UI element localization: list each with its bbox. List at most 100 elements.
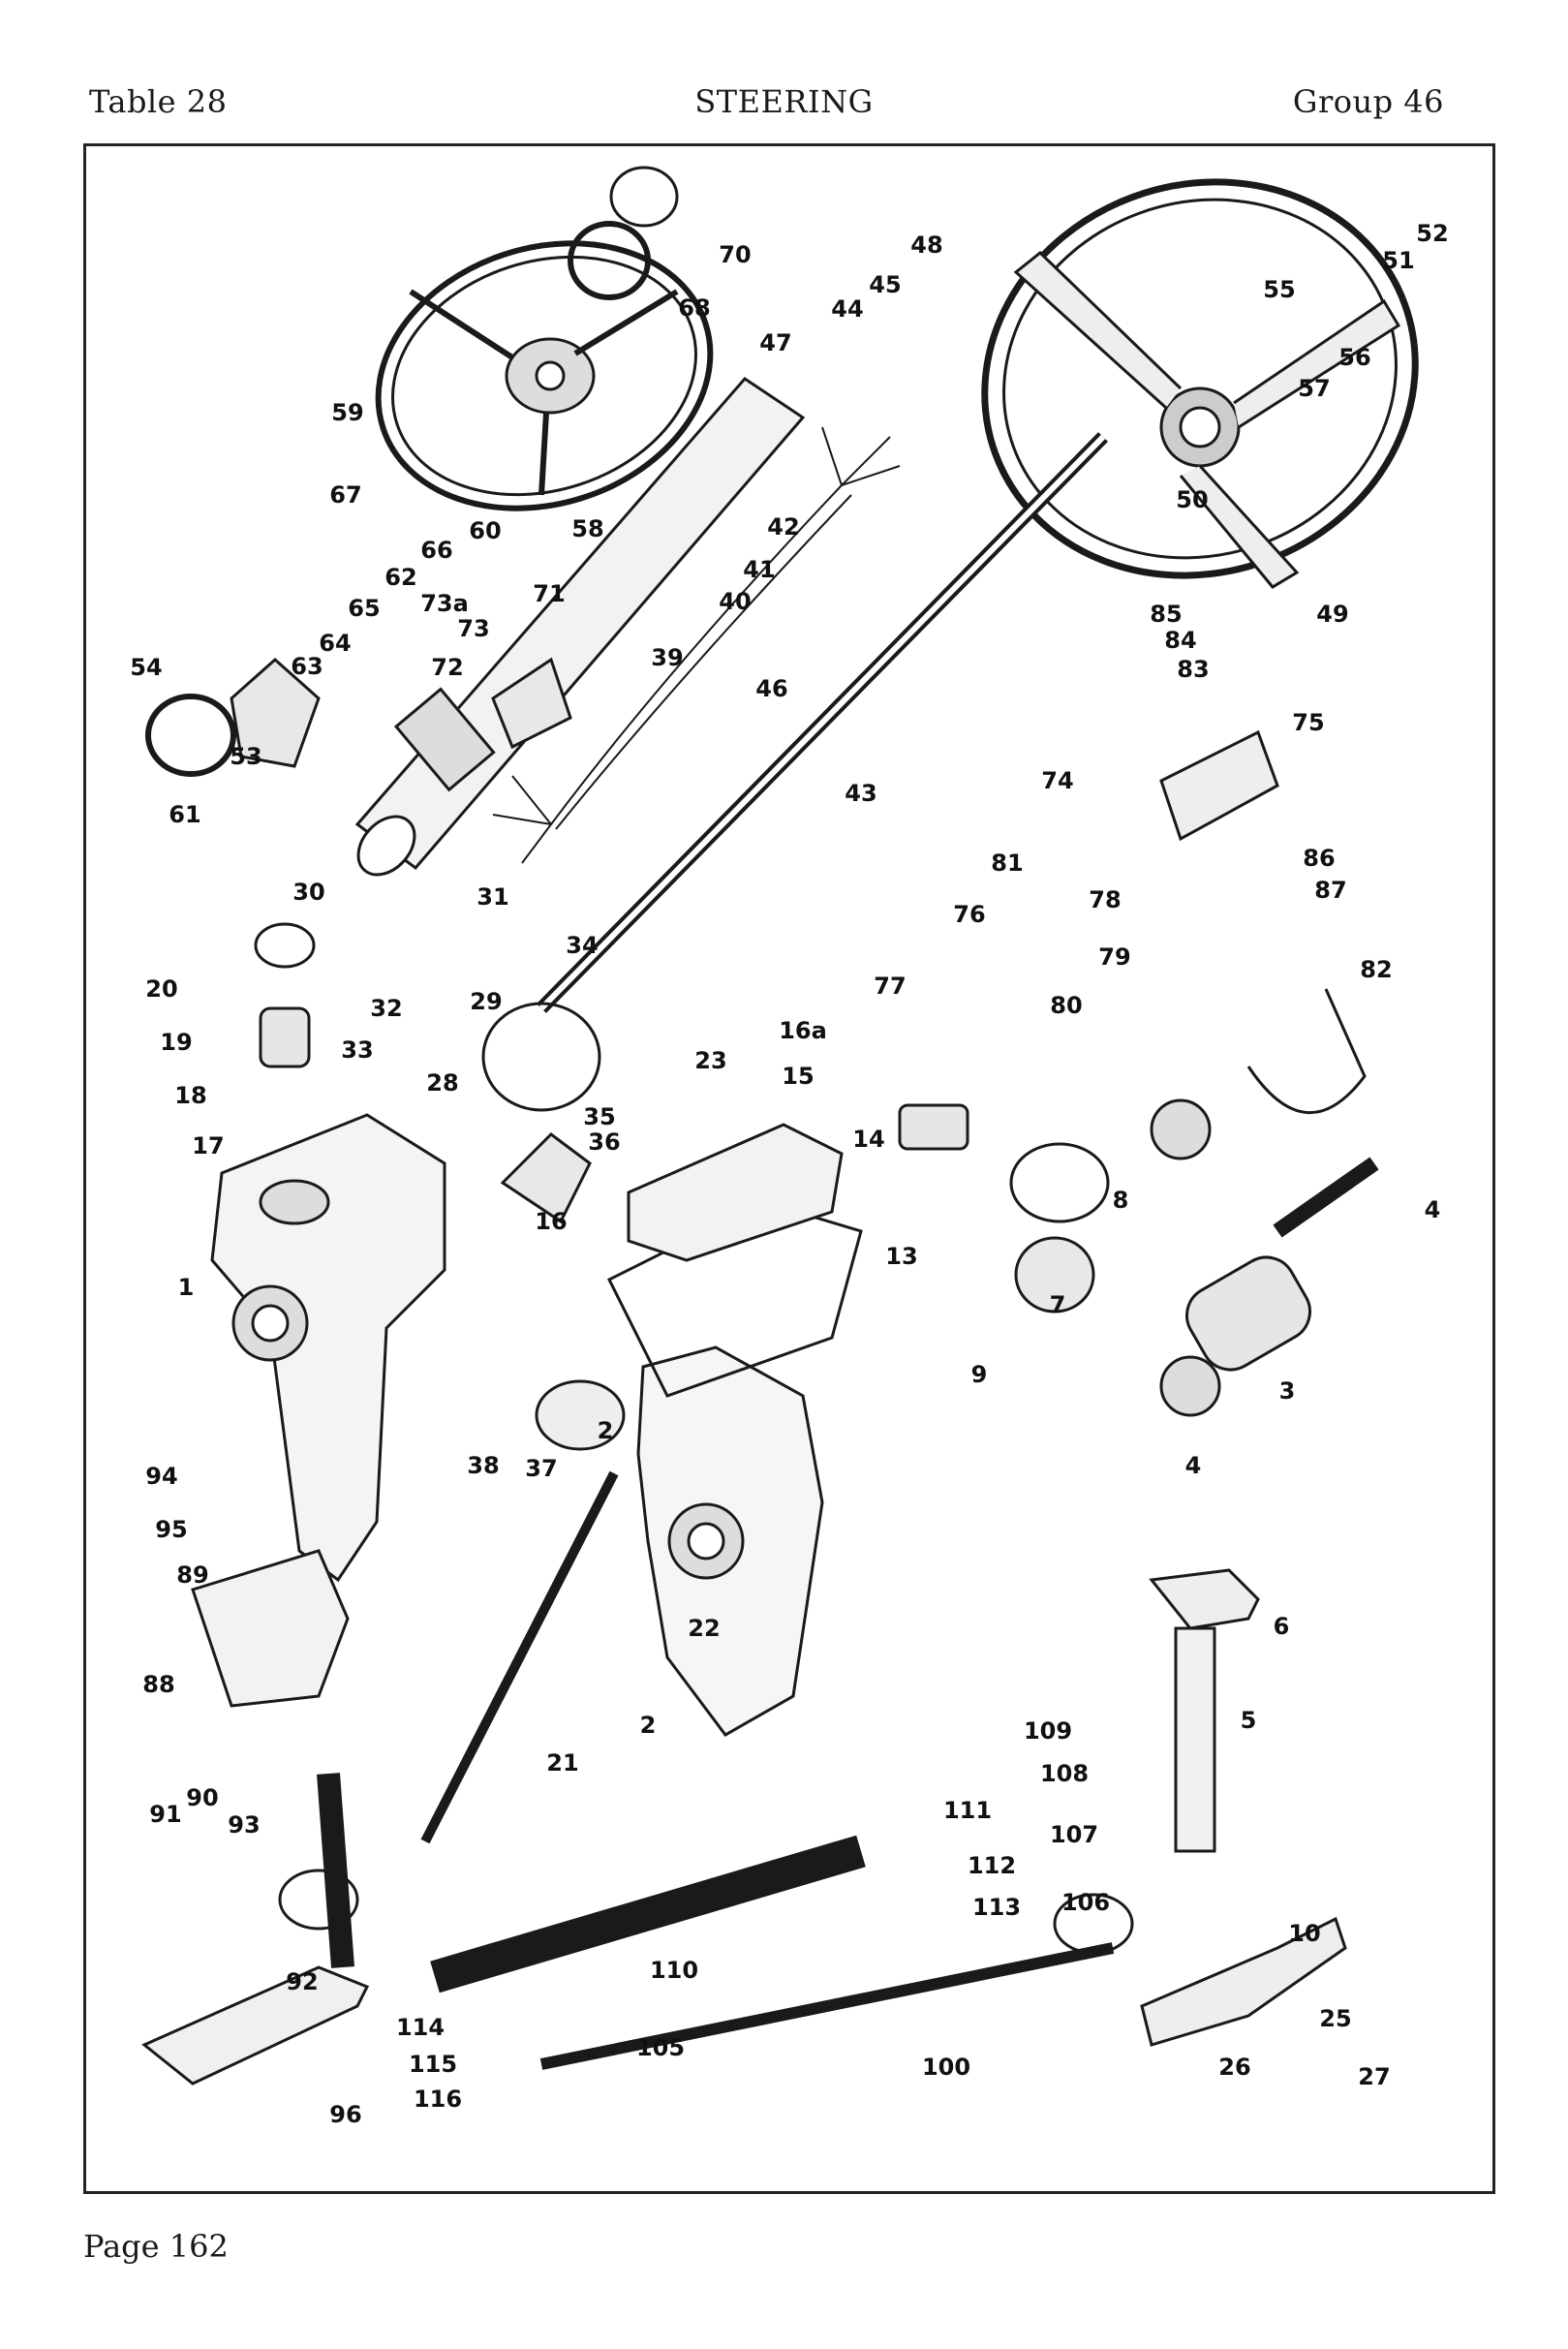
part-label: 47 [759, 329, 792, 356]
group-number: Group 46 [1292, 83, 1444, 120]
track-rod-part [430, 1835, 866, 1994]
part-label: 3 [1278, 1377, 1296, 1405]
nut-7-part [1014, 1236, 1095, 1314]
table-number: Table 28 [89, 83, 228, 120]
part-label: 77 [874, 973, 907, 1000]
part-label: 112 [967, 1852, 1017, 1879]
part-label: 87 [1314, 877, 1347, 904]
part-label: 67 [329, 481, 362, 509]
bearing-4b-part [1159, 1355, 1221, 1417]
part-label: 8 [1112, 1187, 1129, 1214]
part-label: 86 [1303, 845, 1336, 872]
part-label: 5 [1240, 1707, 1257, 1734]
part-label: 25 [1319, 2005, 1352, 2032]
steering-arm-part [1140, 1916, 1347, 2047]
seal-93-part [278, 1869, 359, 1931]
part-label: 54 [130, 654, 163, 681]
bush-19-part [259, 1006, 311, 1068]
bracket-88-part [191, 1549, 350, 1708]
part-label: 39 [651, 644, 684, 671]
part-label: 100 [921, 2054, 971, 2081]
part-label: 42 [767, 513, 800, 541]
part-label: 2 [597, 1417, 614, 1444]
part-label: 79 [1098, 943, 1131, 971]
part-label: 66 [420, 537, 453, 564]
part-label: 109 [1023, 1717, 1073, 1745]
part-label: 7 [1049, 1291, 1066, 1318]
idler-arm-part [141, 1965, 370, 2086]
part-label: 88 [142, 1671, 175, 1698]
steering-shaft-part [537, 432, 1108, 1013]
part-label: 105 [635, 2034, 686, 2061]
part-label: 89 [176, 1561, 209, 1589]
part-label: 73a [420, 590, 469, 617]
part-label: 108 [1039, 1760, 1090, 1787]
seal-10-part [1053, 1893, 1134, 1955]
part-label: 19 [160, 1029, 193, 1056]
part-label: 61 [169, 801, 201, 828]
cap-20-part [254, 922, 316, 969]
part-label: 65 [348, 595, 381, 622]
worm-shaft-part [1185, 1157, 1379, 1372]
nut-8-part [1009, 1142, 1110, 1223]
part-label: 4 [1424, 1196, 1441, 1223]
part-label: 70 [719, 241, 752, 268]
part-label: 43 [845, 780, 877, 807]
part-label: 55 [1263, 276, 1296, 303]
part-label: 44 [831, 295, 864, 323]
steering-column-tube-part [354, 377, 806, 877]
exploded-parts-drawing [141, 166, 1419, 2086]
part-label: 45 [869, 271, 902, 298]
part-label: 33 [341, 1036, 374, 1064]
part-label: 22 [688, 1615, 721, 1642]
part-label: 83 [1177, 656, 1210, 683]
part-label: 80 [1050, 992, 1083, 1019]
part-label: 23 [694, 1047, 727, 1074]
part-label: 50 [1176, 486, 1209, 513]
part-label: 37 [525, 1455, 558, 1482]
part-label: 16 [535, 1208, 568, 1235]
part-label: 34 [566, 932, 599, 959]
part-label: 62 [384, 564, 417, 591]
part-label: 82 [1360, 956, 1393, 983]
ignition-lock-part [1159, 729, 1279, 842]
part-label: 27 [1358, 2063, 1391, 2090]
part-label: 30 [292, 879, 325, 906]
part-label: 115 [408, 2051, 458, 2078]
part-label: 53 [230, 743, 262, 770]
part-label: 106 [1061, 1889, 1111, 1916]
part-label: 21 [546, 1749, 579, 1777]
part-label: 73 [457, 615, 490, 642]
part-label: 110 [649, 1957, 699, 1984]
drop-arm-part [1149, 1568, 1260, 1853]
part-label: 52 [1416, 220, 1449, 247]
part-label: 26 [1218, 2054, 1251, 2081]
page-number: Page 162 [83, 2228, 229, 2265]
bush-2-part [535, 1379, 626, 1451]
part-label: 16a [779, 1017, 827, 1044]
part-label: 107 [1049, 1821, 1099, 1848]
part-label: 59 [331, 399, 364, 426]
part-label: 51 [1382, 247, 1415, 274]
part-label: 58 [571, 515, 604, 542]
part-label: 111 [942, 1797, 993, 1824]
part-label: 63 [291, 653, 323, 680]
part-label: 90 [186, 1784, 219, 1811]
part-label: 71 [533, 580, 566, 607]
part-label: 32 [370, 995, 403, 1022]
large-steering-wheel-part [981, 178, 1419, 589]
part-label: 68 [678, 294, 711, 322]
part-label: 116 [413, 2086, 463, 2113]
wiring-harness-part [492, 426, 901, 864]
part-label: 31 [477, 883, 509, 911]
long-bolt-part [420, 1470, 619, 1844]
part-label: 41 [743, 556, 776, 583]
part-label: 74 [1041, 767, 1074, 794]
part-label: 46 [755, 675, 788, 702]
part-label: 76 [953, 901, 986, 928]
part-label: 13 [885, 1243, 918, 1270]
part-label: 40 [719, 588, 752, 615]
part-label: 113 [971, 1894, 1022, 1921]
part-label: 49 [1316, 601, 1349, 628]
bearing-4-part [1150, 1098, 1212, 1160]
